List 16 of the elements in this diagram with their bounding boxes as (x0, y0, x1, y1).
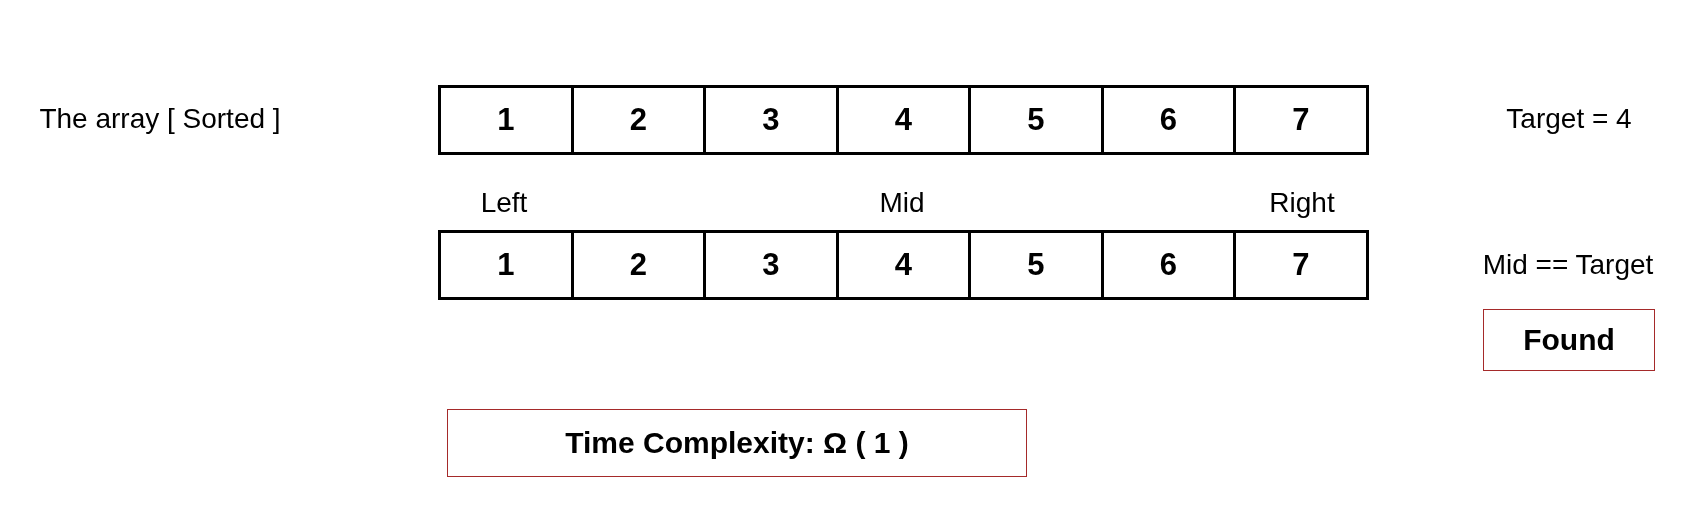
array-caption: The array [ Sorted ] (39, 103, 281, 135)
array-cell: 3 (703, 85, 839, 155)
pointer-label: Mid (879, 187, 925, 219)
condition-label: Mid == Target (1482, 249, 1654, 281)
pointer-label: Right (1269, 187, 1335, 219)
array-cell: 1 (438, 230, 574, 300)
array-cell: 5 (968, 230, 1104, 300)
array-cell: 7 (1233, 85, 1369, 155)
result-box: Found (1483, 309, 1655, 371)
complexity-box: Time Complexity: Ω ( 1 ) (447, 409, 1027, 477)
array-cell: 1 (438, 85, 574, 155)
array-cell: 7 (1233, 230, 1369, 300)
pointer-label: Left (480, 187, 528, 219)
target-label: Target = 4 (1506, 103, 1632, 135)
array-cell: 5 (968, 85, 1104, 155)
array-cell: 3 (703, 230, 839, 300)
